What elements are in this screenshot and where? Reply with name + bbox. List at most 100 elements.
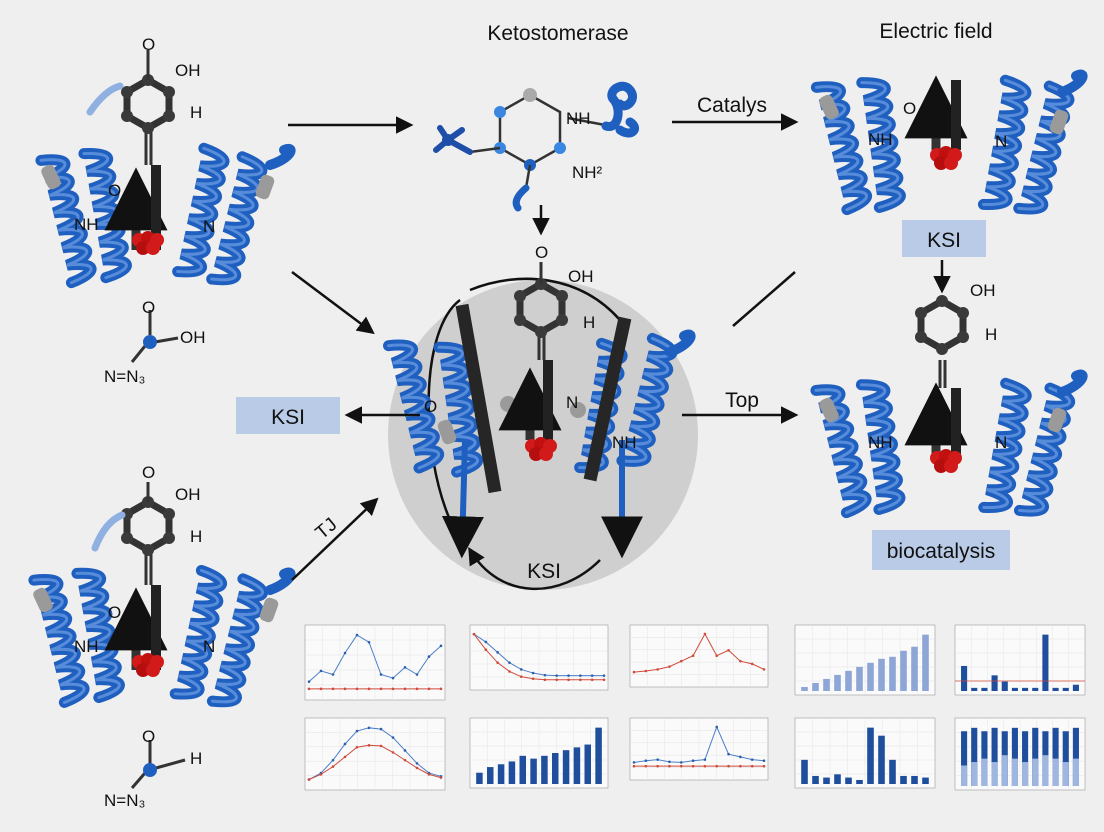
box-ksi-right: KSI xyxy=(902,220,986,257)
atom-n-label: N xyxy=(995,132,1007,151)
chart-bar xyxy=(878,735,885,784)
atom-o-label: O xyxy=(903,99,916,118)
chart-point xyxy=(632,670,636,674)
mini-chart-1 xyxy=(304,624,446,701)
atom-nh-label: NH xyxy=(868,130,893,149)
atom-o-label: O xyxy=(108,603,121,622)
chart-bar xyxy=(911,646,918,691)
chart-point xyxy=(579,674,582,677)
atom-o-label: O xyxy=(142,727,155,746)
chart-point xyxy=(355,745,359,749)
atom-azide-label: N=N₃ xyxy=(104,791,145,810)
chart-point xyxy=(403,666,407,669)
chart-bar xyxy=(812,682,819,691)
box-biocatalysis: biocatalysis xyxy=(872,530,1010,570)
chart-point xyxy=(750,758,754,761)
chart-point xyxy=(567,678,570,682)
chart-point xyxy=(750,764,754,768)
chart-bar xyxy=(530,758,537,784)
chart-point xyxy=(590,674,594,677)
chart-point xyxy=(403,687,407,691)
chart-point xyxy=(543,673,547,677)
chart-bar xyxy=(1072,727,1079,786)
chart-point xyxy=(508,670,511,673)
chart-point xyxy=(391,751,395,754)
chart-bar xyxy=(1042,634,1049,691)
chart-point xyxy=(668,665,671,668)
chart-point xyxy=(427,655,431,658)
chart-point xyxy=(668,760,671,764)
chart-bar xyxy=(1042,755,1049,786)
chart-bar xyxy=(1062,731,1069,786)
connector-right xyxy=(732,271,796,327)
chart-point xyxy=(602,674,606,677)
chart-point xyxy=(656,758,659,761)
chart-point xyxy=(656,764,659,768)
chart-bar xyxy=(1072,758,1079,786)
mini-chart-2 xyxy=(469,624,609,691)
chart-bar xyxy=(900,775,907,784)
chart-bar xyxy=(961,731,968,786)
atom-h-label: H xyxy=(190,749,202,768)
chart-bar xyxy=(1072,684,1079,691)
mini-chart-9 xyxy=(794,717,936,789)
chart-series-line xyxy=(308,744,442,780)
chart-bar xyxy=(971,762,978,786)
chart-bar xyxy=(845,777,852,784)
chart-bar xyxy=(497,764,505,784)
chart-point xyxy=(644,669,648,673)
chart-point xyxy=(644,759,648,763)
atom-h-label: H xyxy=(583,313,595,332)
chart-point xyxy=(519,675,523,678)
chart-point xyxy=(715,654,719,658)
chart-point xyxy=(355,633,359,637)
central-enzyme-complex: O OH H O N NH xyxy=(388,243,698,590)
chart-bar xyxy=(1022,762,1029,786)
atom-oh-label: OH xyxy=(568,267,594,286)
chart-point xyxy=(343,651,347,655)
chart-bar xyxy=(519,755,526,784)
chart-series-line xyxy=(633,725,765,763)
chart-point xyxy=(391,736,395,739)
chart-bar xyxy=(1032,727,1039,786)
chart-bar xyxy=(1001,755,1008,786)
chart-point xyxy=(331,758,335,762)
chart-point xyxy=(391,676,395,680)
chart-series-line xyxy=(633,632,765,673)
chart-point xyxy=(427,687,431,691)
mini-chart-8 xyxy=(629,717,769,781)
chart-point xyxy=(632,764,636,768)
chart-point xyxy=(379,673,383,676)
chart-point xyxy=(703,758,707,761)
chart-point xyxy=(331,765,335,768)
chart-bar xyxy=(1032,758,1039,786)
mini-charts-grid xyxy=(304,624,1086,791)
title-ketostomerase: Ketostomerase xyxy=(487,22,628,45)
chart-point xyxy=(367,726,371,730)
chart-point xyxy=(343,755,347,759)
chart-bar xyxy=(991,727,998,786)
atom-oh-label: OH xyxy=(175,485,201,504)
chart-point xyxy=(715,725,719,729)
chart-point xyxy=(679,659,683,663)
arrow-bottom-to-center xyxy=(291,497,379,581)
chart-bar xyxy=(1001,681,1008,691)
box-ksi-left-text: KSI xyxy=(271,406,305,429)
chart-point xyxy=(762,764,766,768)
atom-o-label: O xyxy=(142,463,155,482)
atom-nh-label: NH xyxy=(868,433,893,452)
chart-point xyxy=(319,687,323,691)
chart-bar xyxy=(834,774,841,784)
atom-n-label: N xyxy=(203,637,215,656)
chart-bar xyxy=(971,727,978,786)
chart-point xyxy=(355,729,359,733)
chart-bar xyxy=(889,656,896,691)
atom-h-label: H xyxy=(190,103,202,122)
chart-bar xyxy=(981,687,988,691)
chart-series-line xyxy=(308,727,442,780)
ketostomerase-molecule: NH NH² xyxy=(433,81,639,212)
chart-point xyxy=(496,661,499,664)
chart-bar xyxy=(573,747,581,784)
chart-point xyxy=(331,673,335,676)
